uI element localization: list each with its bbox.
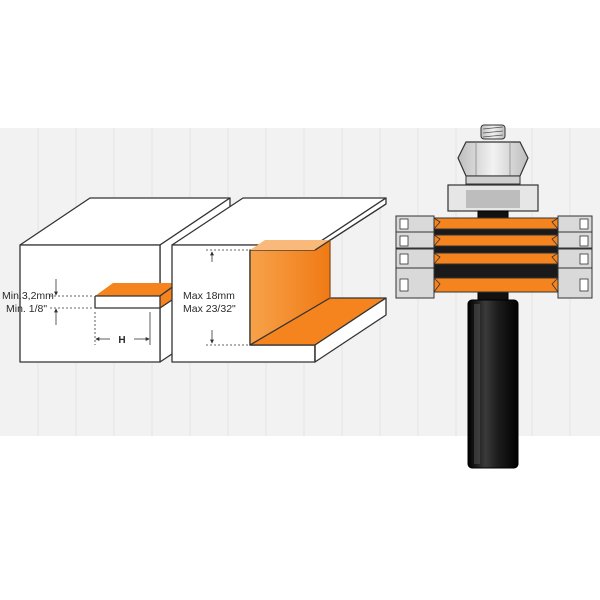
cutter-plate-3	[433, 252, 559, 265]
spacer-2	[433, 245, 559, 254]
slot-width-dimension	[94, 312, 151, 345]
slot-thickness-dimension	[50, 279, 94, 325]
rebate-height-dimension	[206, 249, 249, 346]
shank	[467, 299, 519, 469]
cutter-plate-2	[433, 234, 559, 247]
cutter-plate-4	[433, 277, 559, 293]
slot-width-label: H	[118, 335, 125, 346]
spacer-1	[433, 228, 559, 236]
router-bit	[395, 124, 593, 469]
hex-nut	[457, 141, 529, 177]
rebate-block	[171, 197, 387, 363]
top-washer	[465, 175, 521, 185]
slot-groove-outline	[94, 296, 160, 309]
slot-groove-front	[95, 296, 160, 308]
rebate-inner-ceiling	[250, 240, 330, 250]
spacer-3	[433, 263, 559, 279]
cutter-stack	[395, 215, 593, 299]
rebate-max-imperial-label: Max 23/32"	[183, 303, 236, 315]
slot-min-imperial-label: Min. 1/8"	[6, 303, 47, 315]
slot-min-metric-label: Min.3,2mm	[2, 290, 54, 302]
rebate-max-metric-label: Max 18mm	[183, 290, 235, 302]
cutter-plate-1	[433, 217, 559, 230]
slot-groove-surface	[95, 283, 178, 296]
